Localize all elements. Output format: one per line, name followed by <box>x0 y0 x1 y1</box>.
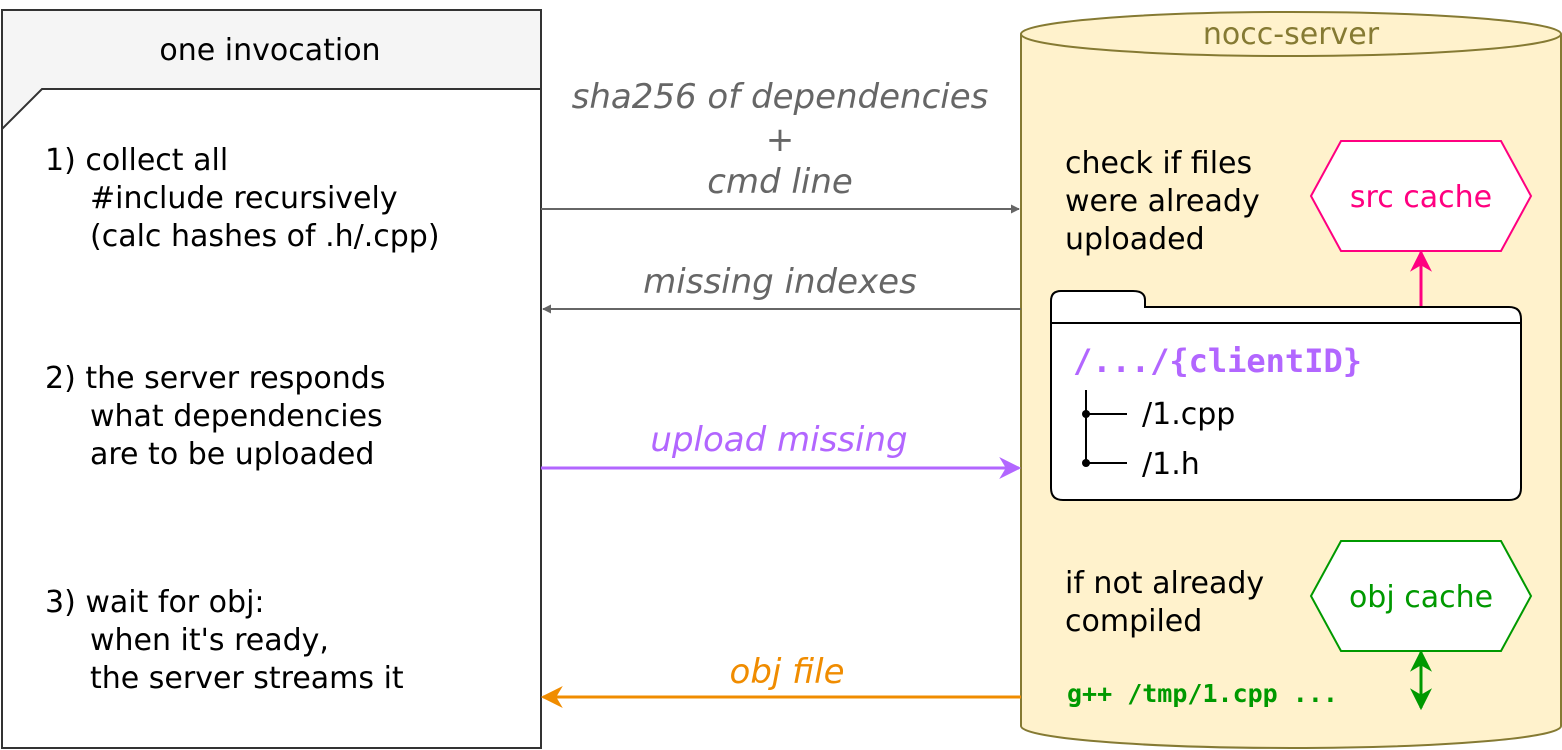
server-title: nocc-server <box>1203 17 1380 52</box>
src-cache-label: src cache <box>1350 180 1492 215</box>
step-2-line-3: are to be uploaded <box>90 437 374 472</box>
message-missing: missing indexes <box>542 262 1021 314</box>
server-cylinder: nocc-server check if files were already … <box>1020 11 1562 749</box>
step-1-line-3: (calc hashes of .h/.cpp) <box>90 219 440 254</box>
message-obj: obj file <box>540 652 1021 708</box>
missing-label: missing indexes <box>643 262 917 302</box>
upload-label: upload missing <box>650 420 907 460</box>
step-1-line-2: #include recursively <box>90 181 398 216</box>
compile-command: g++ /tmp/1.cpp ... <box>1067 679 1338 708</box>
file-tree-node-1 <box>1082 410 1090 418</box>
check-text-line-1: check if files <box>1065 146 1252 181</box>
step-3-line-1: 3) wait for obj: <box>45 585 265 620</box>
obj-cache-label: obj cache <box>1349 580 1493 615</box>
client-panel-title: one invocation <box>159 33 380 68</box>
compile-text-line-1: if not already <box>1065 566 1264 601</box>
message-upload: upload missing <box>541 420 1022 479</box>
check-text-line-2: were already <box>1065 184 1260 219</box>
request-label-line-2: + <box>766 120 795 160</box>
step-1-line-1: 1) collect all <box>45 143 228 178</box>
client-panel-frame <box>1 9 542 749</box>
obj-label: obj file <box>730 652 845 692</box>
step-3-line-2: when it's ready, <box>90 623 329 658</box>
request-label-line-1: sha256 of dependencies <box>572 77 989 117</box>
file-tree-node-2 <box>1082 459 1090 467</box>
client-panel: one invocation 1) collect all #include r… <box>1 9 542 749</box>
file-cpp: /1.cpp <box>1142 397 1235 432</box>
compile-text-line-2: compiled <box>1065 604 1202 639</box>
request-label-line-3: cmd line <box>707 162 853 202</box>
obj-cache-hexagon <box>1309 540 1533 652</box>
server-cylinder-top <box>1020 11 1562 57</box>
check-text-line-3: uploaded <box>1065 222 1205 257</box>
file-h: /1.h <box>1142 447 1200 482</box>
folder-path: /.../{clientID} <box>1073 342 1362 380</box>
client-panel-header <box>1 9 542 132</box>
step-2-line-1: 2) the server responds <box>45 361 385 396</box>
step-3-line-3: the server streams it <box>90 661 404 696</box>
folder-icon <box>1050 290 1522 501</box>
step-2-line-2: what dependencies <box>90 399 383 434</box>
message-request: sha256 of dependencies + cmd line <box>541 77 1020 214</box>
src-cache-hexagon <box>1309 140 1533 252</box>
